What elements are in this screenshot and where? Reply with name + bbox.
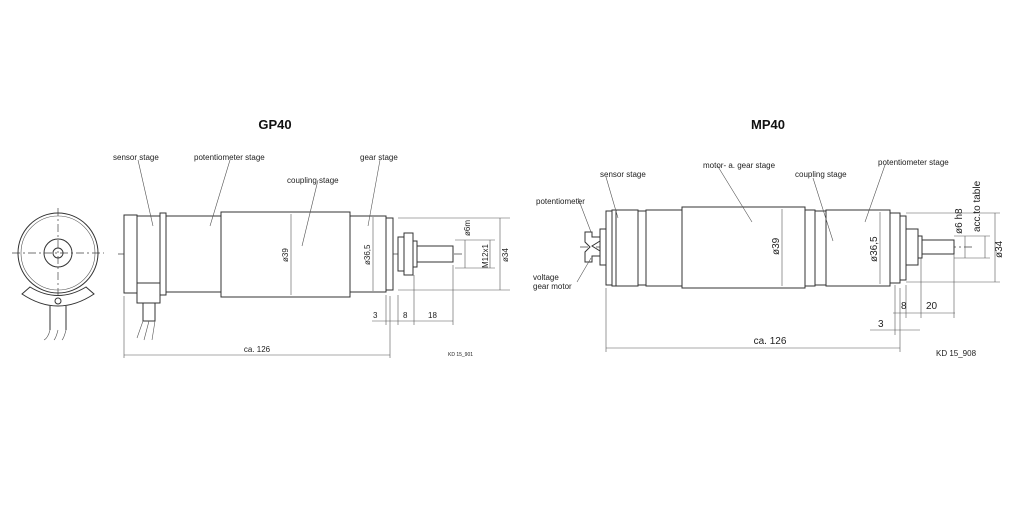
mp40-label-potentiometer-stage: potentiometer stage <box>878 158 949 167</box>
gp40-dim-d365: ø36,5 <box>363 244 372 265</box>
mp40-dim-d34: ø34 <box>994 240 1005 258</box>
gp40-dim-8: 8 <box>403 311 408 320</box>
mp40-dim-d39: ø39 <box>771 237 782 255</box>
gp40-drawing-code: KD 15_901 <box>448 352 473 358</box>
gp40-dim-d39: ø39 <box>281 248 290 262</box>
gp40-dim-m12: M12x1 <box>481 243 490 268</box>
gp40-label-sensor-stage: sensor stage <box>113 153 159 162</box>
gp40-title: GP40 <box>258 117 291 132</box>
mp40-dim-d365: ø36,5 <box>869 236 880 262</box>
mp40-dim-20: 20 <box>926 301 938 312</box>
mp40-label-coupling-stage: coupling stage <box>795 170 847 179</box>
mp40-label-potentiometer: potentiometer <box>536 197 585 206</box>
mp40-dim-3: 3 <box>878 319 884 330</box>
gp40-label-coupling-stage: coupling stage <box>287 176 339 185</box>
gp40-dim-18: 18 <box>428 311 437 320</box>
mp40-label-gear-motor: gear motor <box>533 282 572 291</box>
gp40-dim-total: ca. 126 <box>244 345 271 354</box>
gp40-dim-d6: ø6m <box>463 220 472 236</box>
gp40-side-view: sensor stage potentiometer stage couplin… <box>113 153 510 358</box>
gp40-label-gear-stage: gear stage <box>360 153 398 162</box>
mp40-drawing-code: KD 15_908 <box>936 349 977 358</box>
mp40-title: MP40 <box>751 117 785 132</box>
mp40-label-motor-gear-stage: motor- a. gear stage <box>703 161 776 170</box>
gp40-dim-d34: ø34 <box>501 248 510 262</box>
mp40-label-voltage: voltage <box>533 273 559 282</box>
gp40-dim-3: 3 <box>373 311 378 320</box>
mp40-dim-acc-to-table: acc.to table <box>972 180 983 232</box>
mp40-dim-d6: ø6 h8 <box>954 208 965 234</box>
mp40-dim-8: 8 <box>901 301 907 312</box>
mp40-drawing: MP40 potentiometer voltage gear motor se… <box>533 117 1005 358</box>
mp40-label-sensor-stage: sensor stage <box>600 170 646 179</box>
gp40-drawing: GP40 <box>12 117 510 358</box>
gp40-label-potentiometer-stage: potentiometer stage <box>194 153 265 162</box>
gp40-front-view <box>12 208 104 341</box>
mp40-dim-total: ca. 126 <box>754 336 787 347</box>
